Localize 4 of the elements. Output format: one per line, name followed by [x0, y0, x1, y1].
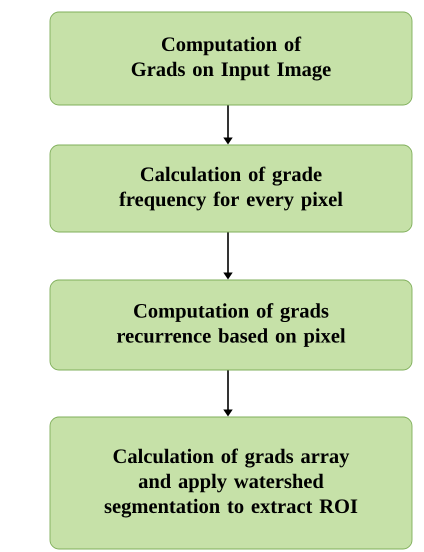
process-box: Computation of Grads on Input Image [50, 12, 412, 106]
process-box: Calculation of grads array and apply watershed segmentation to extract ROI [50, 416, 412, 550]
process-box: Calculation of grade frequency for every pixel [50, 144, 412, 232]
process-box: Computation of grads recurrence based on pixel [50, 280, 412, 370]
